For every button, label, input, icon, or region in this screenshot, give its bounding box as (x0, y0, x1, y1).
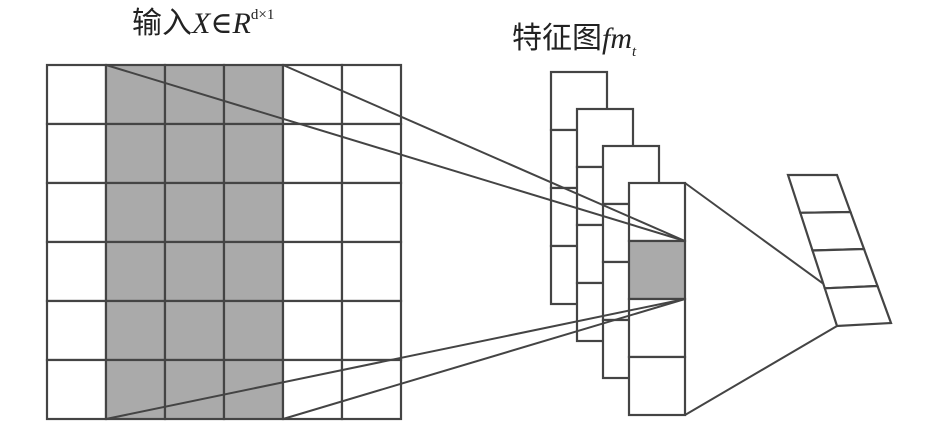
connector-lines (105, 64, 838, 420)
input-cell (45, 358, 108, 421)
input-cell (222, 299, 285, 362)
feature-map-cell (627, 181, 687, 243)
pooling-connector-line (684, 325, 838, 416)
input-cell (222, 122, 285, 185)
pooled-cell (810, 247, 880, 290)
input-cell (281, 122, 344, 185)
input-cell (45, 299, 108, 362)
pooled-cell (798, 210, 866, 252)
input-cell (104, 299, 167, 362)
input-cell (222, 181, 285, 244)
input-grid (45, 63, 403, 421)
feature-map-cell (627, 239, 687, 301)
input-cell (222, 358, 285, 421)
input-cell (163, 299, 226, 362)
input-dimension: d×1 (250, 7, 275, 23)
input-cell (281, 181, 344, 244)
input-cell (45, 122, 108, 185)
feature-map-cell (627, 355, 687, 417)
input-cell (340, 122, 403, 185)
pooled-output (786, 173, 893, 328)
feature-map-label: 特征图fmt (512, 24, 636, 60)
feature-map-subscript: t (632, 44, 637, 60)
input-label-prefix: 输入 (132, 7, 192, 40)
input-cell (104, 358, 167, 421)
input-variable: X (192, 7, 211, 40)
connector-line (282, 64, 686, 242)
input-label: 输入X∈Rd×1 (132, 8, 274, 39)
input-cell (104, 240, 167, 303)
input-space-symbol: R (232, 7, 251, 40)
input-cell (163, 122, 226, 185)
input-cell (163, 181, 226, 244)
pooled-cell (823, 284, 893, 328)
pooling-connector-line (684, 182, 824, 285)
input-cell (104, 122, 167, 185)
input-cell (281, 240, 344, 303)
input-cell (163, 63, 226, 126)
input-cell (340, 299, 403, 362)
input-cell (281, 63, 344, 126)
input-cell (163, 240, 226, 303)
pooled-cell (786, 173, 853, 214)
input-cell (340, 240, 403, 303)
input-cell (45, 240, 108, 303)
input-cell (340, 181, 403, 244)
input-cell (45, 63, 108, 126)
connector-line (105, 298, 686, 420)
connector-line (282, 298, 686, 420)
input-cell (340, 358, 403, 421)
feature-map-label-prefix: 特征图 (512, 22, 602, 55)
input-cell (45, 181, 108, 244)
feature-map-variable: fm (602, 22, 632, 55)
connector-line (105, 64, 686, 242)
input-cell (163, 358, 226, 421)
input-cell (222, 240, 285, 303)
feature-map-stack (549, 70, 687, 417)
input-cell (281, 299, 344, 362)
element-of-symbol: ∈ (210, 7, 233, 40)
input-cell (104, 181, 167, 244)
